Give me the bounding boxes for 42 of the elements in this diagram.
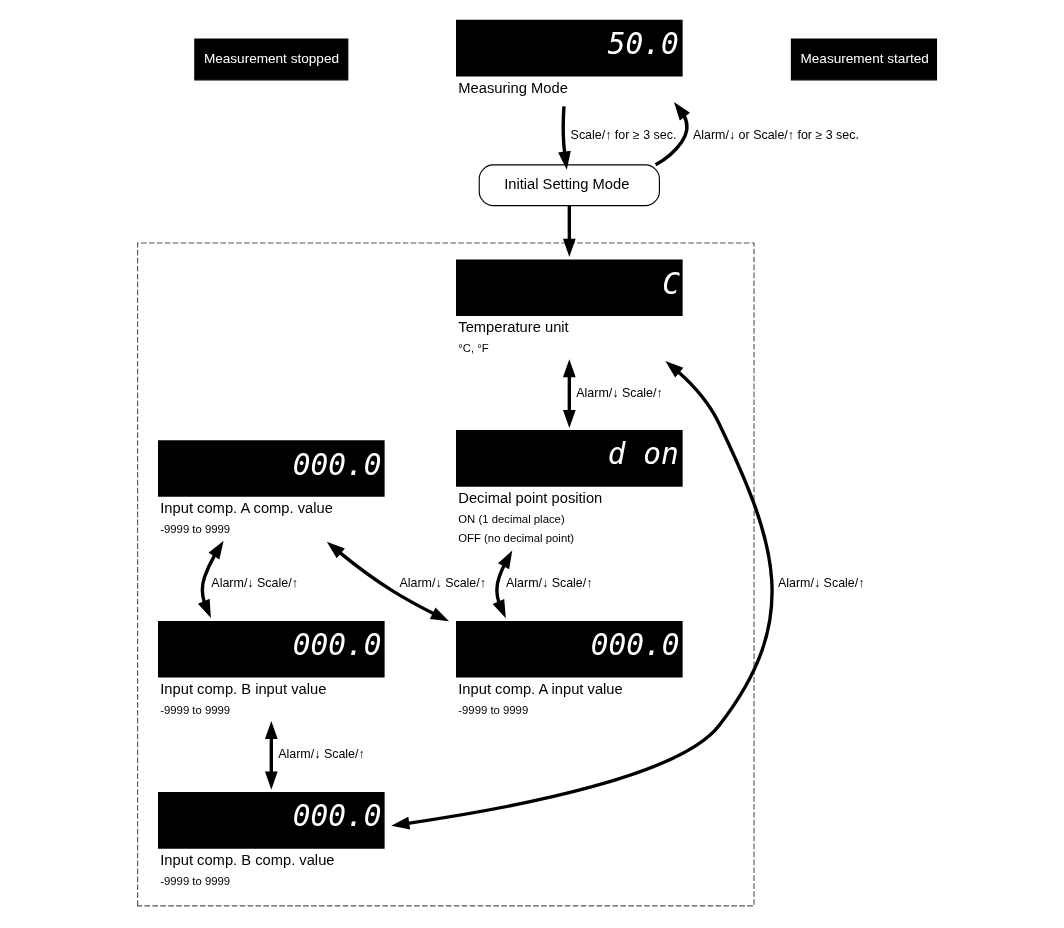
edge-label: Alarm/↓ Scale/↑	[277, 747, 365, 762]
node-box: 000.0	[455, 620, 683, 678]
node-box: Initial Setting Mode	[478, 164, 660, 207]
edge-label: Alarm/↓ Scale/↑	[777, 576, 864, 591]
node-box: C	[455, 259, 683, 317]
node-label: OFF (no decimal point)	[457, 532, 574, 545]
node-label: Input comp. A comp. value	[159, 500, 333, 517]
node-label: Temperature unit	[457, 319, 569, 336]
node-label: Decimal point position	[457, 489, 602, 506]
arrow	[562, 205, 576, 257]
node-label: Measuring Mode	[457, 79, 568, 96]
node-label: Input comp. B input value	[159, 680, 326, 697]
node-label: -9999 to 9999	[159, 703, 230, 716]
arrow	[264, 720, 278, 790]
edge-label: Alarm/↓ or Scale/↑ for ≥ 3 sec.	[692, 127, 859, 142]
node-box: 000.0	[157, 620, 385, 678]
node-box: 50.0	[455, 19, 683, 77]
node-label: -9999 to 9999	[159, 874, 230, 887]
node-box: d on	[455, 430, 683, 487]
edge-label: Alarm/↓ Scale/↑	[575, 385, 663, 400]
arrow	[326, 541, 449, 622]
arrow	[557, 106, 571, 170]
arrow	[654, 102, 690, 167]
label: Measurement stopped	[203, 50, 339, 66]
label: Measurement started	[799, 50, 929, 66]
node-box: 000.0	[157, 440, 385, 497]
node-label: Input comp. B comp. value	[159, 852, 335, 869]
node-label: °C, °F	[457, 342, 489, 355]
arrow	[562, 359, 576, 429]
edge-label: Alarm/↓ Scale/↑	[505, 576, 593, 591]
node-label: Input comp. A input value	[457, 680, 623, 697]
edge-label: Alarm/↓ Scale/↑	[398, 576, 486, 591]
node-box: 000.0	[157, 792, 385, 849]
arrow	[492, 550, 512, 619]
edge-label: Alarm/↓ Scale/↑	[210, 576, 298, 591]
arrow	[197, 540, 224, 618]
arrow	[390, 361, 773, 830]
cluster	[136, 242, 755, 907]
node-label: -9999 to 9999	[159, 523, 230, 536]
edge-label: Scale/↑ for ≥ 3 sec.	[570, 127, 676, 142]
node-label: ON (1 decimal place)	[457, 512, 565, 525]
node-label: -9999 to 9999	[457, 703, 528, 716]
